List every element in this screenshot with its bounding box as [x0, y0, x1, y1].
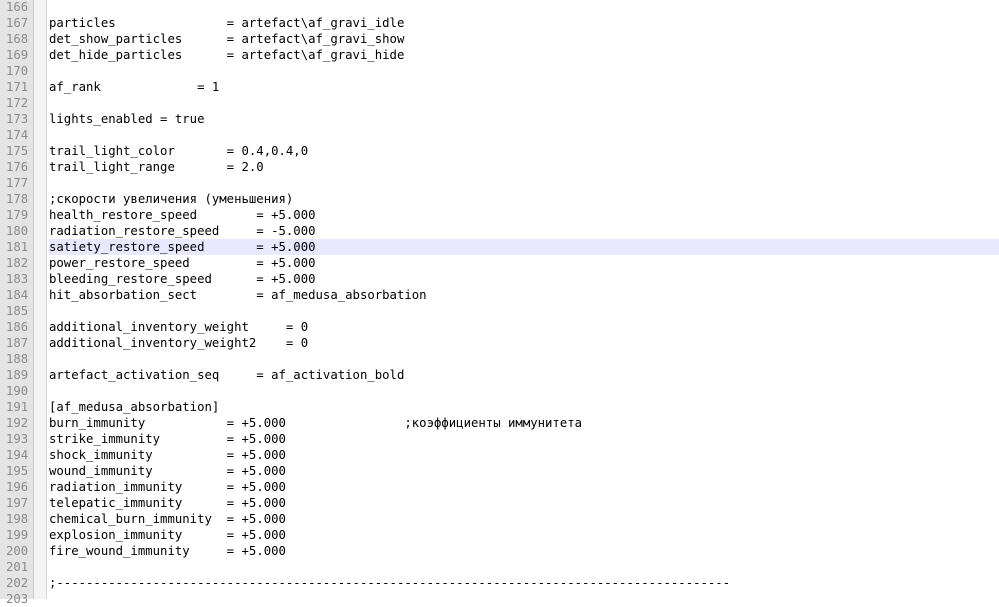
- current-code-line[interactable]: satiety_restore_speed = +5.000: [49, 239, 999, 255]
- code-line[interactable]: ;---------------------------------------…: [49, 576, 731, 590]
- code-line[interactable]: burn_immunity = +5.000 ;коэффициенты имм…: [49, 416, 583, 430]
- line-number: 170: [6, 64, 29, 78]
- code-line[interactable]: power_restore_speed = +5.000: [49, 256, 316, 270]
- line-number: 184: [6, 288, 29, 302]
- line-number: 191: [6, 400, 29, 414]
- code-line[interactable]: [49, 63, 999, 79]
- line-number: 194: [6, 448, 29, 462]
- code-line[interactable]: det_hide_particles = artefact\af_gravi_h…: [49, 48, 405, 62]
- code-line[interactable]: wound_immunity = +5.000: [49, 464, 286, 478]
- line-number: 183: [6, 272, 29, 286]
- code-line[interactable]: [49, 383, 999, 399]
- code-line[interactable]: [49, 175, 999, 191]
- code-line[interactable]: det_show_particles = artefact\af_gravi_s…: [49, 32, 405, 46]
- code-line[interactable]: [49, 0, 999, 15]
- code-line[interactable]: [49, 351, 999, 367]
- code-line[interactable]: fire_wound_immunity = +5.000: [49, 544, 286, 558]
- line-number: 181: [6, 240, 29, 254]
- line-number: 176: [6, 160, 29, 174]
- line-number: 190: [6, 384, 29, 398]
- line-number: 182: [6, 256, 29, 270]
- fold-margin[interactable]: [34, 0, 47, 599]
- line-number: 197: [6, 496, 29, 510]
- code-line[interactable]: lights_enabled = true: [49, 112, 205, 126]
- line-number: 192: [6, 416, 29, 430]
- code-line[interactable]: ;скорости увеличения (уменьшения): [49, 192, 294, 206]
- line-number: 203: [6, 592, 29, 606]
- code-line[interactable]: hit_absorbation_sect = af_medusa_absorba…: [49, 288, 427, 302]
- line-number: 169: [6, 48, 29, 62]
- line-number: 171: [6, 80, 29, 94]
- code-text-area[interactable]: particles = artefact\af_gravi_idle det_sh…: [47, 0, 999, 599]
- code-line[interactable]: shock_immunity = +5.000: [49, 448, 286, 462]
- line-number: 200: [6, 544, 29, 558]
- line-number: 189: [6, 368, 29, 382]
- line-number: 174: [6, 128, 29, 142]
- code-line[interactable]: [49, 591, 999, 607]
- code-line[interactable]: bleeding_restore_speed = +5.000: [49, 272, 316, 286]
- code-line[interactable]: [af_medusa_absorbation]: [49, 400, 220, 414]
- line-number: 185: [6, 304, 29, 318]
- code-line[interactable]: [49, 303, 999, 319]
- line-number: 188: [6, 352, 29, 366]
- code-line[interactable]: artefact_activation_seq = af_activation_…: [49, 368, 405, 382]
- line-number: 177: [6, 176, 29, 190]
- code-line[interactable]: radiation_immunity = +5.000: [49, 480, 286, 494]
- line-number: 201: [6, 560, 29, 574]
- code-line[interactable]: health_restore_speed = +5.000: [49, 208, 316, 222]
- code-line[interactable]: radiation_restore_speed = -5.000: [49, 224, 316, 238]
- line-number: 178: [6, 192, 29, 206]
- line-number: 196: [6, 480, 29, 494]
- line-number: 166: [6, 0, 29, 14]
- code-line[interactable]: additional_inventory_weight2 = 0: [49, 336, 309, 350]
- code-line[interactable]: trail_light_range = 2.0: [49, 160, 264, 174]
- code-line[interactable]: trail_light_color = 0.4,0.4,0: [49, 144, 309, 158]
- code-line[interactable]: strike_immunity = +5.000: [49, 432, 286, 446]
- code-line[interactable]: chemical_burn_immunity = +5.000: [49, 512, 286, 526]
- line-number: 202: [6, 576, 29, 590]
- code-line[interactable]: additional_inventory_weight = 0: [49, 320, 309, 334]
- line-number: 187: [6, 336, 29, 350]
- line-number: 175: [6, 144, 29, 158]
- code-line[interactable]: [49, 127, 999, 143]
- line-number: 173: [6, 112, 29, 126]
- line-number-gutter: 166 167 168 169 170 171 172 173 174 175 176 177 178 1…: [0, 0, 34, 606]
- code-line[interactable]: af_rank = 1: [49, 80, 220, 94]
- line-number: 180: [6, 224, 29, 238]
- line-number: 199: [6, 528, 29, 542]
- line-number: 186: [6, 320, 29, 334]
- line-number: 198: [6, 512, 29, 526]
- code-line[interactable]: explosion_immunity = +5.000: [49, 528, 286, 542]
- code-line[interactable]: particles = artefact\af_gravi_idle: [49, 16, 405, 30]
- code-line[interactable]: [49, 95, 999, 111]
- line-number: 195: [6, 464, 29, 478]
- code-line[interactable]: [49, 559, 999, 575]
- line-number: 179: [6, 208, 29, 222]
- line-number: 172: [6, 96, 29, 110]
- line-number: 193: [6, 432, 29, 446]
- line-number: 168: [6, 32, 29, 46]
- code-line[interactable]: telepatic_immunity = +5.000: [49, 496, 286, 510]
- line-number: 167: [6, 16, 29, 30]
